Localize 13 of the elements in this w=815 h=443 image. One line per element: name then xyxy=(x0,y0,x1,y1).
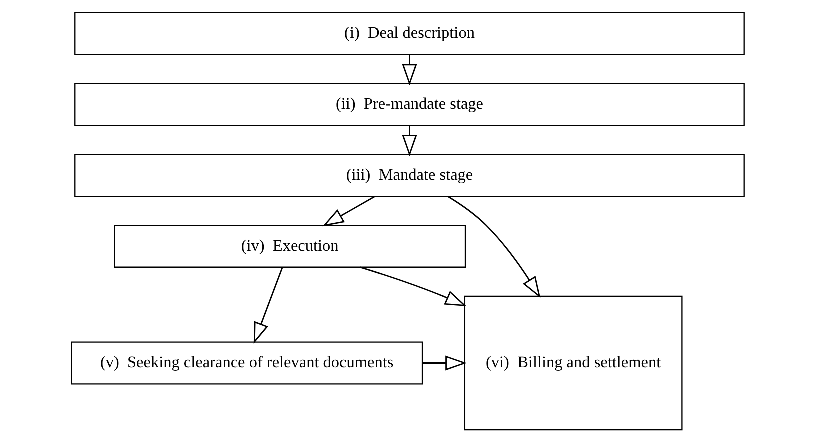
arrow xyxy=(402,54,417,86)
arrow xyxy=(422,356,466,371)
arrow xyxy=(402,126,417,157)
node-box: (ii) Pre-mandate stage xyxy=(74,83,744,126)
arrow xyxy=(253,267,283,344)
arrow xyxy=(447,196,540,298)
node-box: (iii) Mandate stage xyxy=(74,154,744,198)
node-box: (v) Seeking clearance of relevant documents xyxy=(70,342,423,385)
node-box: (iv) Execution xyxy=(114,224,466,268)
arrow xyxy=(322,196,375,227)
arrow xyxy=(360,266,466,306)
node-box: (i) Deal description xyxy=(74,12,744,56)
node-box: (vi) Billing and settlement xyxy=(464,296,682,431)
